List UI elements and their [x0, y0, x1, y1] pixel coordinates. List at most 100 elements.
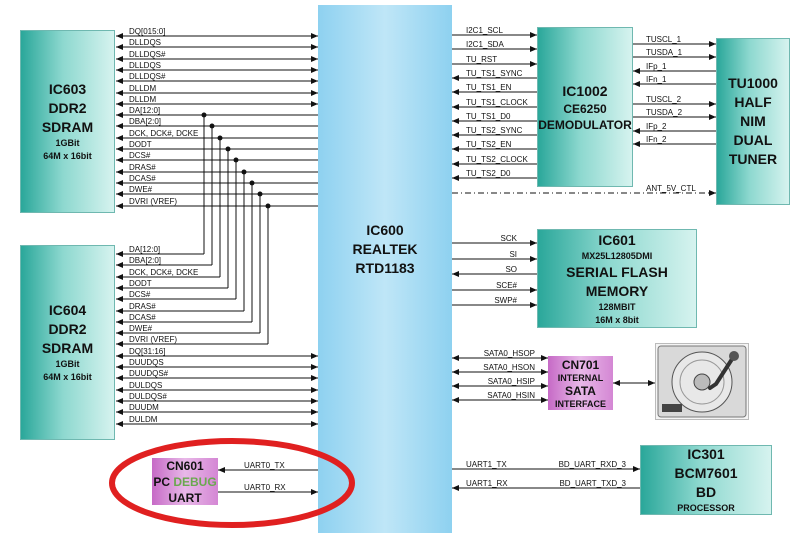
- demod-label: TU_RST: [466, 55, 497, 64]
- ddr-upper-label: DCS#: [129, 151, 151, 160]
- ic600-ref: IC600: [366, 221, 404, 238]
- ic600-vendor: REALTEK: [352, 240, 418, 257]
- ddr-lower-label: DUUDM: [129, 403, 159, 412]
- tu1000-l4: DUAL: [733, 132, 773, 148]
- ic601-kind: MEMORY: [585, 282, 649, 299]
- ic603-kind: SDRAM: [41, 119, 94, 135]
- ddr-upper-label: DLLDM: [129, 84, 156, 93]
- flash-label: SCE#: [496, 281, 517, 290]
- demod-label: I2C1_SCL: [466, 26, 503, 35]
- tuner-label: IFn_1: [646, 75, 667, 84]
- ddr-lower-label: DRAS#: [129, 302, 156, 311]
- ic603-ref: IC603: [48, 81, 87, 97]
- uart1-tx-label: UART1_TX: [466, 460, 507, 469]
- ic604-org: 64M x 16bit: [43, 372, 92, 382]
- tuner-label: TUSDA_1: [646, 48, 683, 57]
- cn701-l4: INTERFACE: [554, 399, 606, 409]
- cn701-l3: SATA: [565, 384, 596, 398]
- ddr-lower-label: DULDQS#: [129, 392, 167, 401]
- demod-label: TU_TS2_SYNC: [466, 126, 523, 135]
- ic601-type: SERIAL FLASH: [566, 263, 668, 280]
- ddr-upper-label: DCK, DCK#, DCKE: [129, 129, 198, 138]
- junction-dot: [265, 203, 271, 209]
- ddr-lower-label: DUUDQS#: [129, 369, 169, 378]
- ddr-upper-label: DBA[2:0]: [129, 117, 161, 126]
- ic603-type: DDR2: [48, 100, 87, 116]
- tu1000-tuner: TU1000 HALF NIM DUAL TUNER: [716, 38, 790, 205]
- flash-label: SO: [505, 265, 517, 274]
- ddr-upper-label: DVRI (VREF): [129, 197, 177, 206]
- ic301-bd-processor: IC301 BCM7601 BD PROCESSOR: [640, 445, 772, 515]
- ddr-lower-label: DCS#: [129, 290, 151, 299]
- junction-dot: [233, 157, 239, 163]
- ddr-upper-label: DLLDQS: [129, 61, 161, 70]
- uart1-rx-label: UART1_RX: [466, 479, 508, 488]
- ic301-l4: PROCESSOR: [677, 503, 735, 513]
- tuner-label: IFn_2: [646, 135, 667, 144]
- ddr-lower-label: DULDM: [129, 415, 158, 424]
- ic301-ref: IC301: [687, 446, 725, 462]
- ic603-ddr2-sdram: IC603 DDR2 SDRAM 1GBit 64M x 16bit: [20, 30, 115, 213]
- junction-dot: [257, 191, 263, 197]
- ddr-upper-label: DA[12:0]: [129, 106, 160, 115]
- tuner-label: IFp_1: [646, 62, 667, 71]
- ddr-lower-label: DQ[31:16]: [129, 347, 165, 356]
- ddr-upper-label: DLLDQS#: [129, 72, 166, 81]
- junction-dot: [241, 169, 247, 175]
- ddr-lower-label: DCK, DCK#, DCKE: [129, 268, 198, 277]
- demod-label: TU_TS1_SYNC: [466, 69, 523, 78]
- sata-label: SATA0_HSIN: [487, 391, 535, 400]
- cn601-pc-label: PC: [153, 474, 170, 489]
- ddr-lower-label: DVRI (VREF): [129, 335, 177, 344]
- ddr-lower-label: DODT: [129, 279, 152, 288]
- ddr-lower-label: DA[12:0]: [129, 245, 160, 254]
- ddr-upper-label: DWE#: [129, 185, 153, 194]
- demod-label: TU_TS2_EN: [466, 140, 512, 149]
- ic600-realtek-soc: IC600 REALTEK RTD1183: [318, 5, 452, 533]
- ic604-ddr2-sdram: IC604 DDR2 SDRAM 1GBit 64M x 16bit: [20, 245, 115, 440]
- junction-dot: [201, 112, 207, 118]
- demod-label: TU_TS1_CLOCK: [466, 98, 528, 107]
- demod-label: TU_TS1_D0: [466, 112, 511, 121]
- ic603-org: 64M x 16bit: [43, 151, 92, 161]
- ddr-lower-label: DUUDQS: [129, 358, 164, 367]
- bd-rxd-label: BD_UART_RXD_3: [559, 460, 627, 469]
- uart0-tx-label: UART0_TX: [244, 461, 285, 470]
- cn601-l2: PC DEBUG: [153, 474, 216, 490]
- ic601-org: 16M x 8bit: [595, 314, 639, 325]
- cn701-ref: CN701: [561, 358, 600, 372]
- tu1000-ref: TU1000: [728, 75, 778, 91]
- flash-label: SCK: [501, 234, 518, 243]
- ic1002-ref: IC1002: [562, 82, 608, 99]
- ic601-ref: IC601: [598, 231, 636, 248]
- ic604-type: DDR2: [48, 321, 87, 337]
- ddr-lower-label: DWE#: [129, 324, 153, 333]
- flash-label: SWP#: [494, 296, 517, 305]
- ic1002-demodulator: IC1002 CE6250 DEMODULATOR: [537, 27, 633, 187]
- ddr-upper-label: DLLDM: [129, 95, 156, 104]
- cn601-debug-uart: CN601 PC DEBUG UART: [152, 458, 218, 505]
- ic600-part: RTD1183: [355, 259, 415, 276]
- ic604-kind: SDRAM: [41, 340, 94, 356]
- ic601-capacity: 128MBIT: [598, 301, 636, 312]
- junction-dot: [249, 180, 255, 186]
- ic601-part: MX25L12805DMI: [581, 250, 653, 261]
- ddr-upper-label: DLLDQS: [129, 38, 161, 47]
- ddr-lower-label: DBA[2:0]: [129, 256, 161, 265]
- ddr-upper-label: DCAS#: [129, 174, 156, 183]
- tu1000-l5: TUNER: [728, 151, 778, 167]
- demod-label: TU_TS1_EN: [466, 83, 512, 92]
- sata-label: SATA0_HSON: [483, 363, 535, 372]
- ddr-upper-label: DODT: [129, 140, 152, 149]
- sata-label: SATA0_HSOP: [484, 349, 535, 358]
- tu1000-l3: NIM: [740, 113, 766, 129]
- sata-label: SATA0_HSIP: [488, 377, 535, 386]
- junction-dot: [225, 146, 231, 152]
- tuner-label: TUSCL_1: [646, 35, 682, 44]
- bd-txd-label: BD_UART_TXD_3: [559, 479, 626, 488]
- cn601-debug-label: DEBUG: [173, 474, 217, 489]
- ddr-upper-label: DLLDQS#: [129, 50, 166, 59]
- demod-label: TU_TS2_CLOCK: [466, 155, 528, 164]
- ic301-l3: BD: [695, 484, 717, 500]
- ic1002-function: DEMODULATOR: [538, 117, 632, 132]
